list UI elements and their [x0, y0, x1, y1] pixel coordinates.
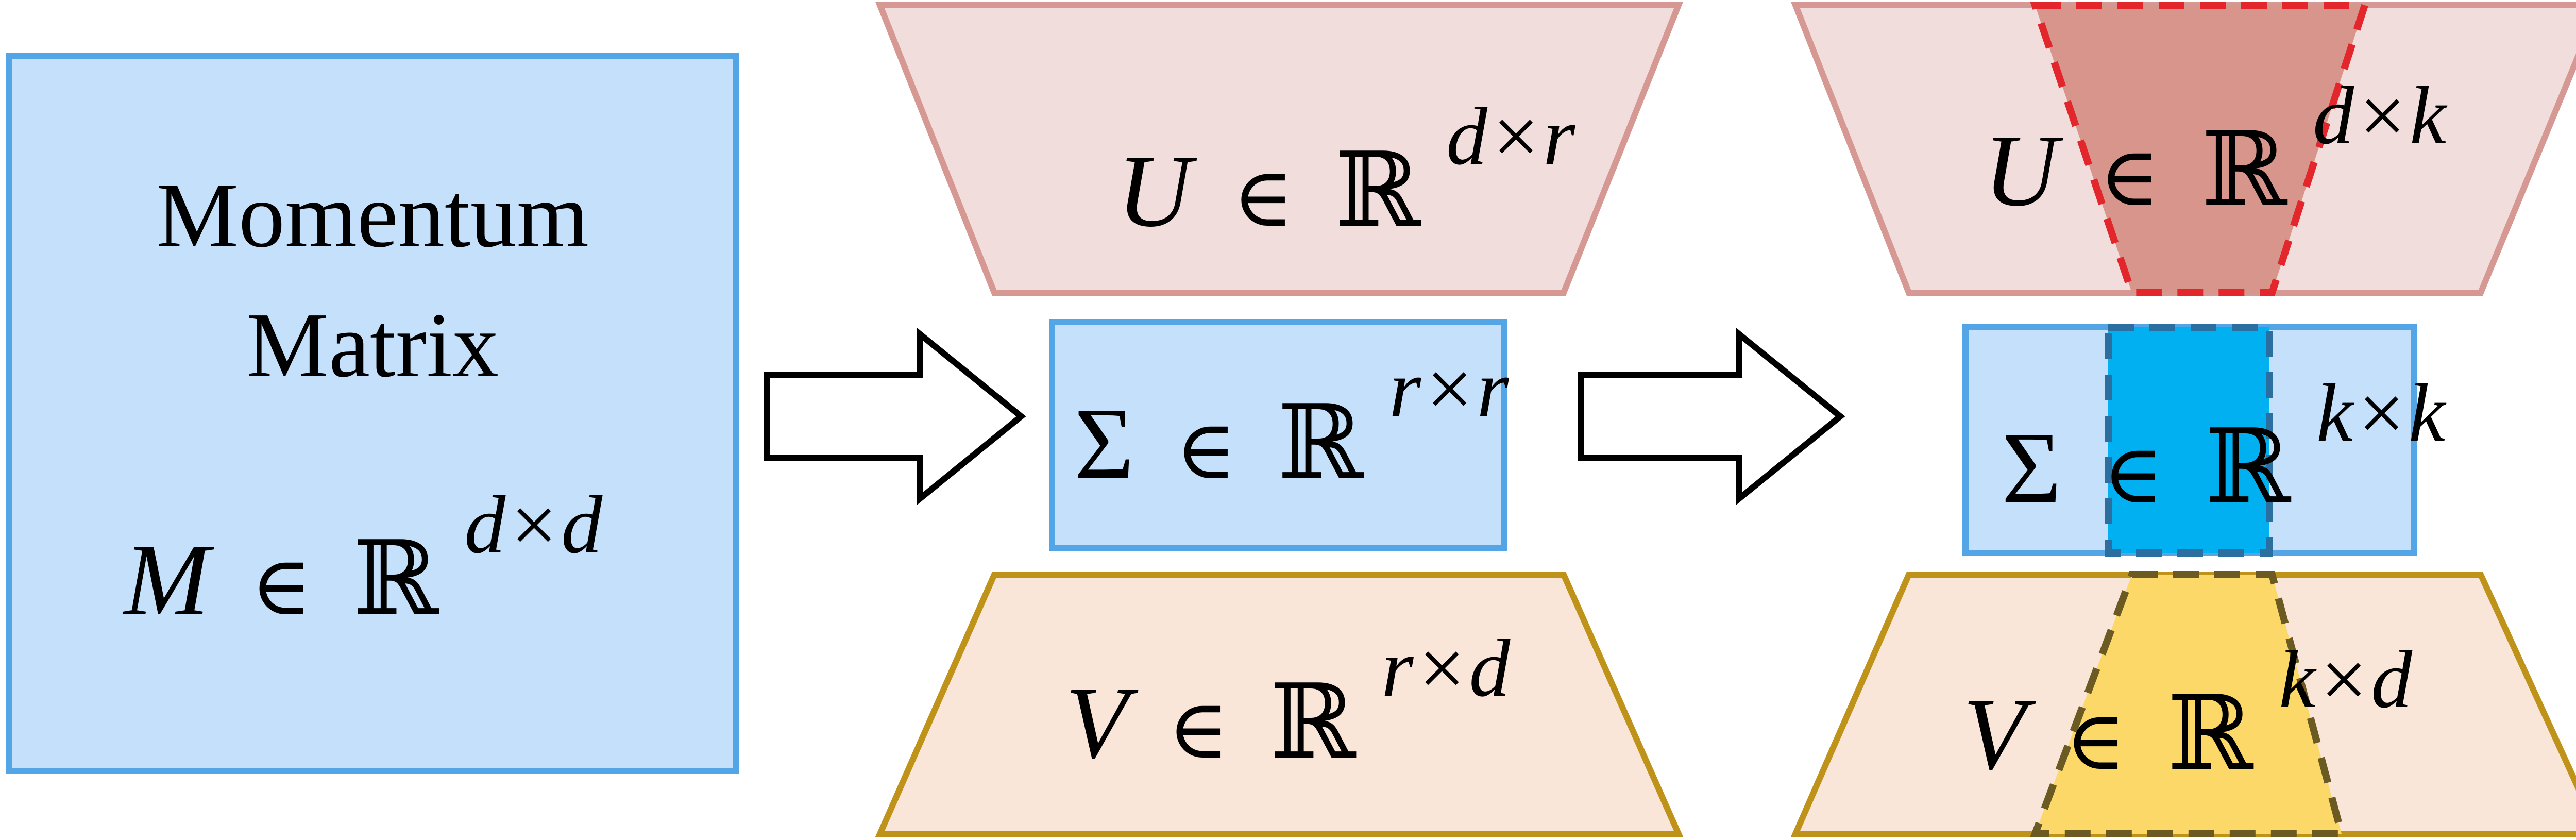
arrow-right-2: [1578, 327, 1845, 506]
momentum-var: M: [122, 523, 214, 637]
momentum-title-line1: Momentum: [156, 164, 589, 266]
arrow-right-1: [764, 327, 1026, 506]
momentum-field: ℝ: [353, 523, 439, 637]
middle-u-formula: U ∈ ℝ d×r: [1117, 90, 1575, 248]
middle-v-formula: V ∈ ℝ r×d: [1065, 622, 1511, 780]
momentum-matrix-box: [6, 53, 739, 774]
middle-sigma-box: [1049, 319, 1507, 551]
momentum-title-line2: Matrix: [246, 294, 499, 396]
right-v-truncated-region: [2029, 571, 2347, 837]
momentum-matrix-block: Momentum Matrix M ∈ ℝ d×d: [6, 53, 739, 774]
momentum-formula: M ∈ ℝ d×d: [122, 479, 603, 637]
middle-u-trapezoid: [875, 2, 1683, 296]
momentum-in-symbol: ∈: [251, 541, 312, 632]
momentum-superscript: d×d: [464, 479, 603, 570]
middle-sigma-formula: Σ ∈ ℝ r×r: [1074, 343, 1509, 501]
middle-v-trapezoid: [875, 572, 1684, 837]
right-v-formula: V ∈ ℝ k×d: [1963, 633, 2413, 792]
right-u-formula: U ∈ ℝ d×k: [1984, 70, 2448, 228]
right-sigma-formula: Σ ∈ ℝ k×k: [2002, 367, 2447, 525]
middle-decomposition: U ∈ ℝ d×r Σ ∈ ℝ r×r V ∈ ℝ r×d: [875, 2, 1684, 837]
right-truncated-decomposition: U ∈ ℝ d×k Σ ∈ ℝ k×k V ∈ ℝ k×d: [1790, 1, 2576, 837]
right-sigma-truncated-region: [2105, 324, 2273, 557]
right-u-truncated-region: [2030, 1, 2370, 296]
